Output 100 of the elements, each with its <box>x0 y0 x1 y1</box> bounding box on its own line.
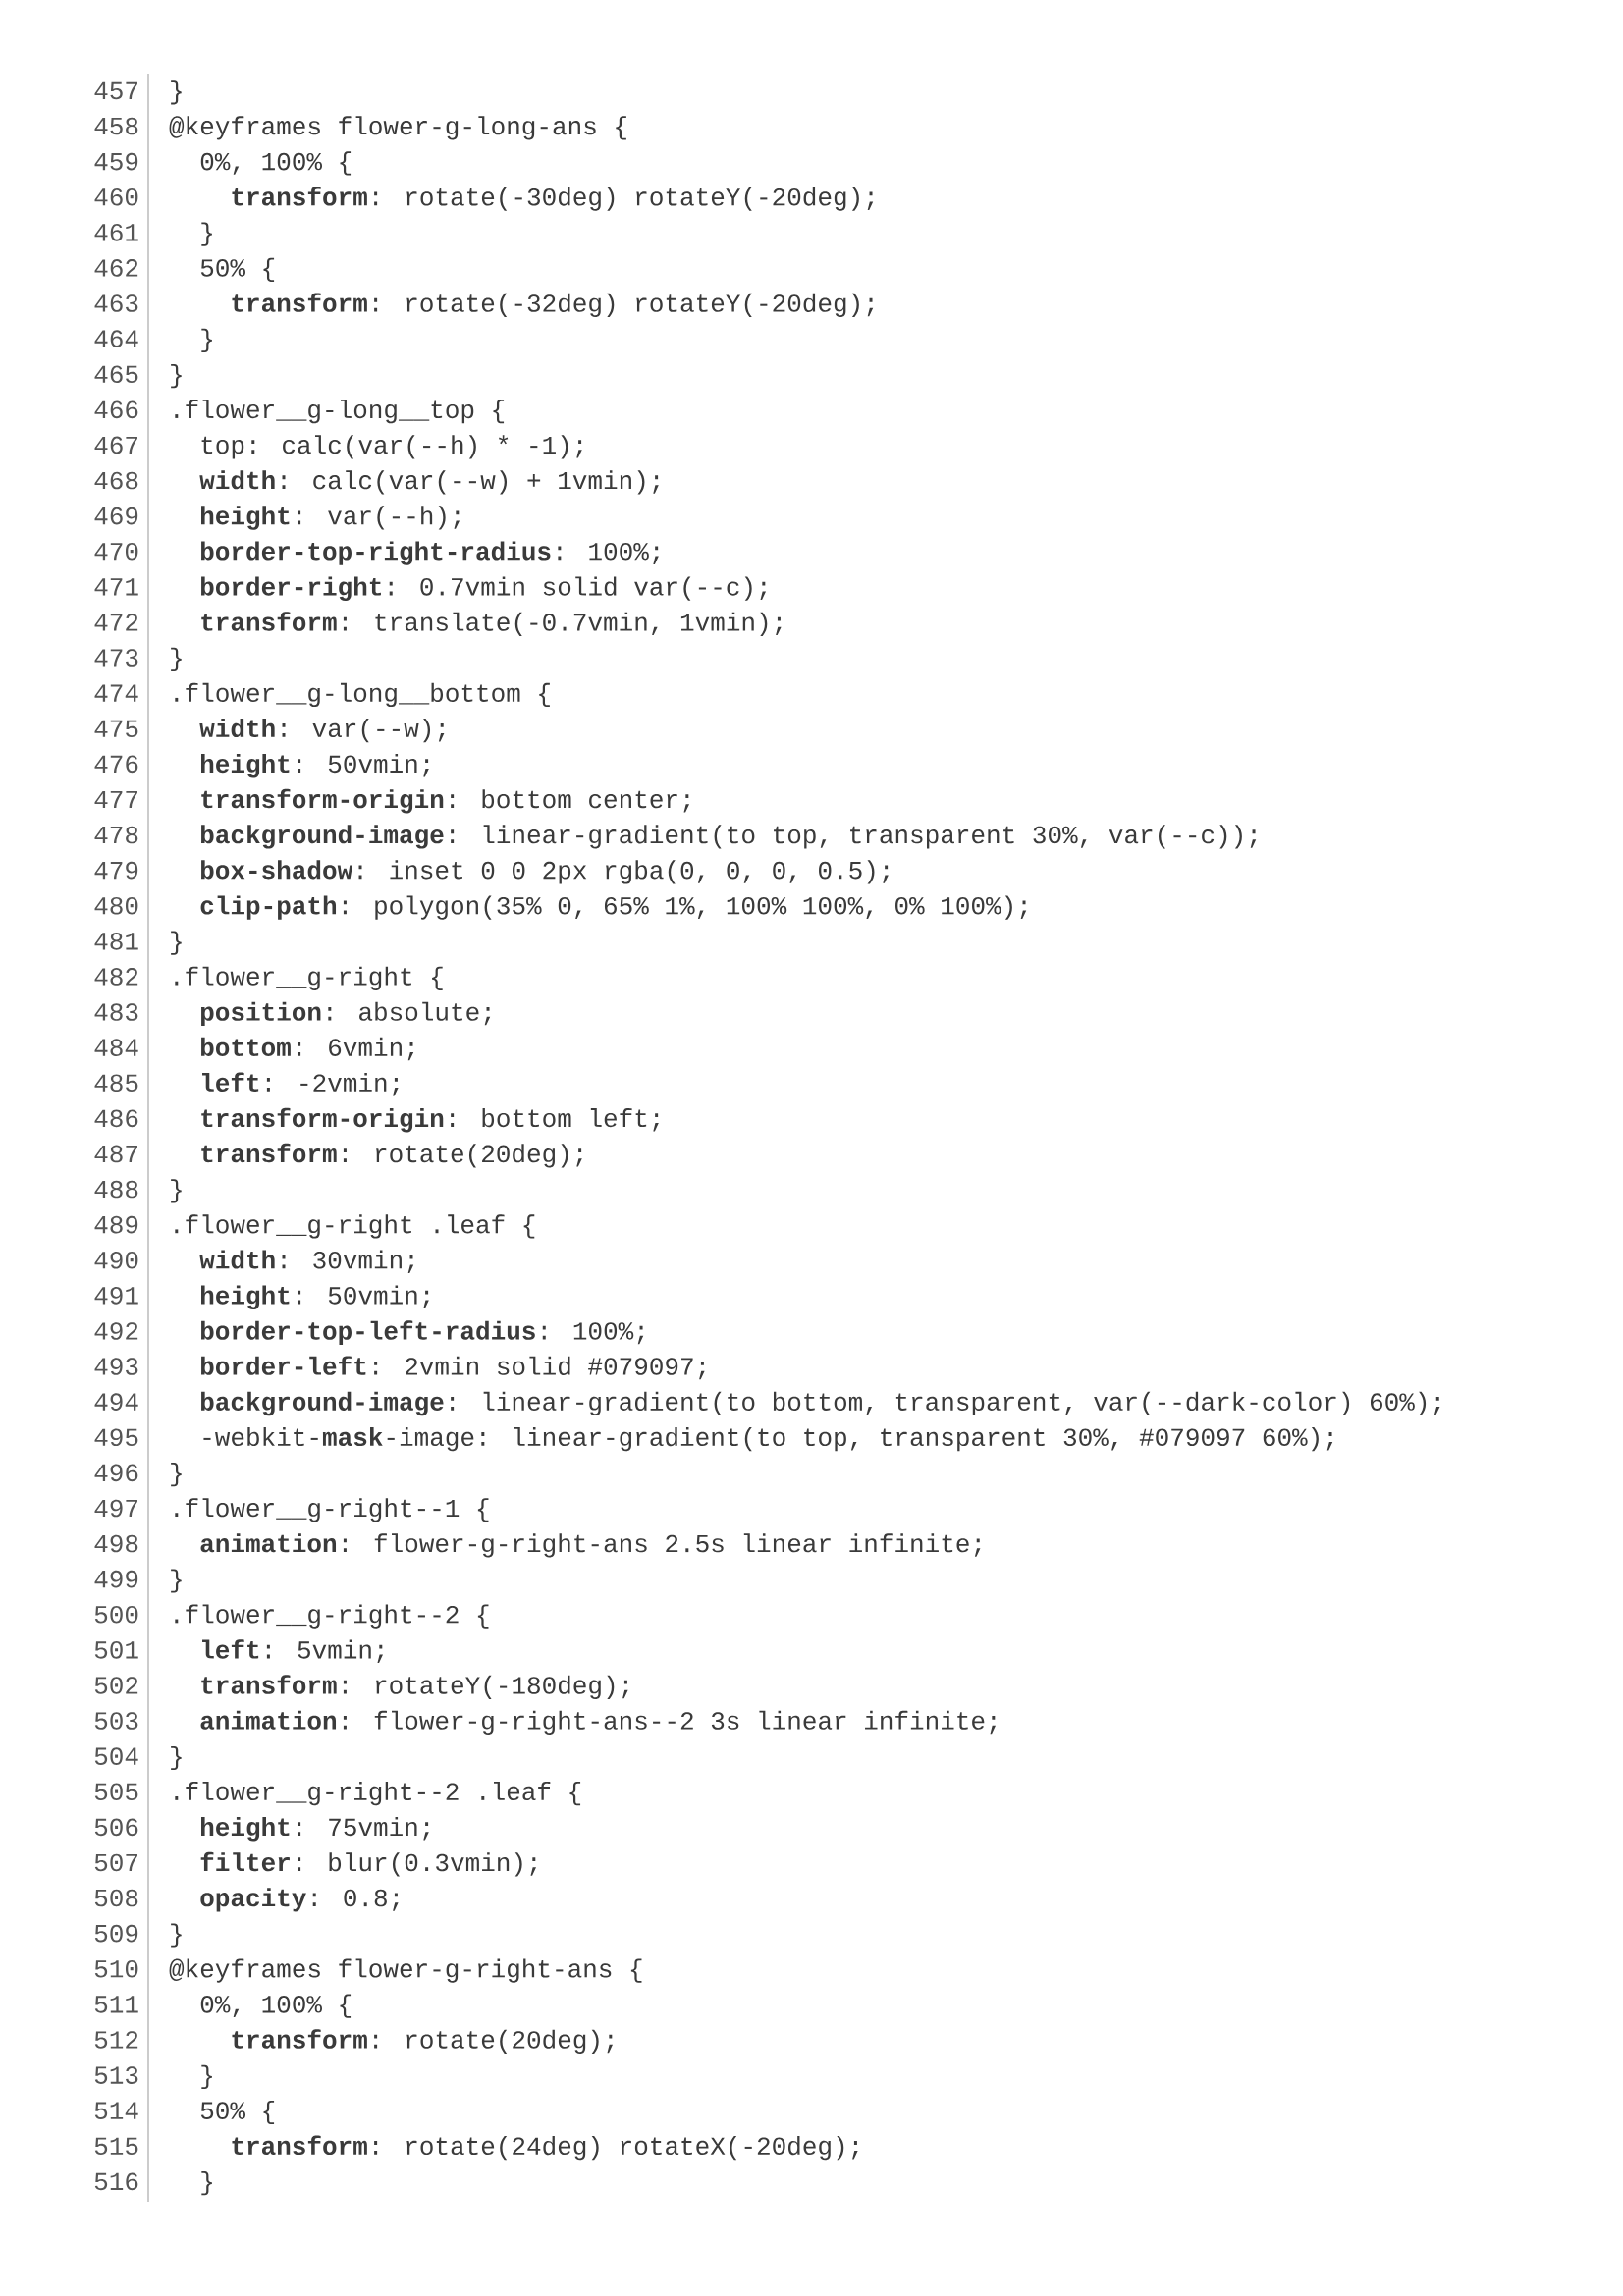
line-number: 498 <box>94 1534 138 1553</box>
code-line: height: 75vmin; <box>201 1817 429 1842</box>
line-number: 500 <box>94 1605 138 1624</box>
code-line: @keyframes flower-g-long-ans { <box>169 116 626 140</box>
code-line: 50% { <box>200 2100 275 2125</box>
line-number: 480 <box>94 896 138 915</box>
line-number: 483 <box>94 1003 138 1021</box>
line-number: 460 <box>94 187 138 206</box>
line-number: 515 <box>94 2137 138 2156</box>
code-line: .flower__g-right .leaf { <box>175 1214 535 1239</box>
line-number: 502 <box>94 1677 138 1694</box>
line-number: 463 <box>94 294 138 312</box>
line-number: 490 <box>94 1251 138 1269</box>
code-line: animation: flower-g-right-ans 2.5s linear infinite; <box>200 1533 981 1558</box>
code-line: transform-origin: bottom center; <box>201 788 690 814</box>
code-line: .flower__g-right--2 .leaf { <box>175 1782 581 1806</box>
line-number: 513 <box>94 2066 138 2084</box>
code-line: left: 5vmin; <box>202 1639 383 1664</box>
code-line: } <box>171 1569 182 1593</box>
code-line: top: calc(var(--h) * -1); <box>201 435 582 459</box>
code-line: opacity: 0.8; <box>200 1888 399 1912</box>
code-line: 0%, 100% { <box>200 1994 352 2018</box>
code-line: .flower__g-long__top { <box>175 400 505 424</box>
code-line: transform: rotate(20deg); <box>201 1143 582 1168</box>
line-number: 504 <box>94 1747 138 1765</box>
line-number: 512 <box>94 2031 138 2049</box>
line-number: 470 <box>94 542 138 561</box>
code-line: animation: flower-g-right-ans--2 3s linear infinite; <box>200 1710 996 1735</box>
code-line: @keyframes flower-g-right-ans { <box>169 1958 642 1983</box>
line-number: 469 <box>94 507 138 525</box>
code-line: } <box>171 1745 182 1771</box>
line-number: 503 <box>94 1712 138 1730</box>
line-number: 505 <box>94 1783 138 1801</box>
line-number: 514 <box>94 2102 138 2119</box>
line-number: 499 <box>94 1570 138 1588</box>
line-number: 516 <box>94 2172 138 2191</box>
line-number: 473 <box>94 649 138 667</box>
code-line: 0%, 100% { <box>200 151 352 176</box>
code-line: border-top-left-radius: 100%; <box>201 1320 644 1345</box>
line-number: 479 <box>94 861 138 880</box>
code-line: transform-origin: bottom left; <box>201 1107 659 1133</box>
line-number: 488 <box>94 1180 138 1199</box>
line-number: 509 <box>94 1924 138 1943</box>
line-number: 507 <box>94 1853 137 1872</box>
line-number: 477 <box>94 790 137 808</box>
line-number: 481 <box>94 933 138 950</box>
code-line: transform: rotate(20deg); <box>232 2029 613 2054</box>
line-number: 486 <box>94 1109 138 1128</box>
line-number: 495 <box>94 1428 138 1447</box>
line-number: 474 <box>94 684 138 702</box>
line-number: 476 <box>94 755 138 774</box>
line-number: 487 <box>94 1145 137 1163</box>
line-number: 461 <box>94 224 138 241</box>
code-line: .flower__g-right--1 { <box>175 1498 489 1522</box>
line-number: 510 <box>94 1959 138 1978</box>
line-number: 492 <box>94 1322 138 1340</box>
code-line: border-right: 0.7vmin solid var(--c); <box>201 576 766 601</box>
code-line: transform: rotate(-30deg) rotateY(-20deg); <box>232 187 874 211</box>
code-line: -webkit-mask-image: linear-gradient(to top, transparent 30%, #079097 60%); <box>203 1426 1333 1452</box>
code-line: transform: rotate(24deg) rotateX(-20deg); <box>232 2135 858 2161</box>
line-number: 496 <box>94 1464 138 1482</box>
line-number: 485 <box>94 1074 138 1093</box>
code-line: clip-path: polygon(35% 0, 65% 1%, 100% 100%, 0% 100%); <box>200 895 1027 920</box>
line-number: 489 <box>94 1215 138 1234</box>
line-number: 501 <box>94 1641 138 1659</box>
code-line: .flower__g-right { <box>175 966 443 990</box>
code-line: transform: translate(-0.7vmin, 1vmin); <box>201 612 782 636</box>
code-line: width: var(--w); <box>199 718 445 743</box>
code-line: background-image: linear-gradient(to top, transparent 30%, var(--c)); <box>201 825 1257 849</box>
code-line: } <box>171 80 182 105</box>
line-number: 458 <box>94 117 138 135</box>
code-line: } <box>201 328 212 353</box>
code-line: } <box>171 647 182 671</box>
code-line: transform: rotateY(-180deg); <box>201 1675 628 1699</box>
code-line: } <box>201 2171 212 2196</box>
line-number: 457 <box>94 81 137 100</box>
code-line: } <box>171 363 182 389</box>
line-number: 478 <box>94 826 138 844</box>
code-line: .flower__g-long__bottom { <box>175 682 550 708</box>
code-line: } <box>171 1463 182 1487</box>
line-number: 459 <box>94 152 138 171</box>
line-number: 465 <box>94 365 138 384</box>
line-number: 482 <box>94 968 138 986</box>
line-number: 484 <box>94 1039 138 1056</box>
code-line: 50% { <box>200 257 275 282</box>
line-number: 462 <box>94 259 138 277</box>
code-line: width: calc(var(--w) + 1vmin); <box>199 470 659 495</box>
code-line: height: var(--h); <box>201 506 460 530</box>
line-number: 466 <box>94 400 138 419</box>
code-line: bottom: 6vmin; <box>201 1037 414 1061</box>
code-line: position: absolute; <box>201 1001 491 1026</box>
line-number: 506 <box>94 1818 138 1837</box>
code-line: } <box>171 1923 182 1948</box>
line-number: 497 <box>94 1499 137 1518</box>
line-number: 494 <box>94 1393 138 1411</box>
code-line: } <box>171 1179 182 1203</box>
code-line: } <box>201 222 212 246</box>
code-line: filter: blur(0.3vmin); <box>200 1851 536 1877</box>
code-line: background-image: linear-gradient(to bottom, transparent, var(--dark-color) 60%); <box>201 1391 1440 1416</box>
code-line: height: 50vmin; <box>201 1285 429 1309</box>
